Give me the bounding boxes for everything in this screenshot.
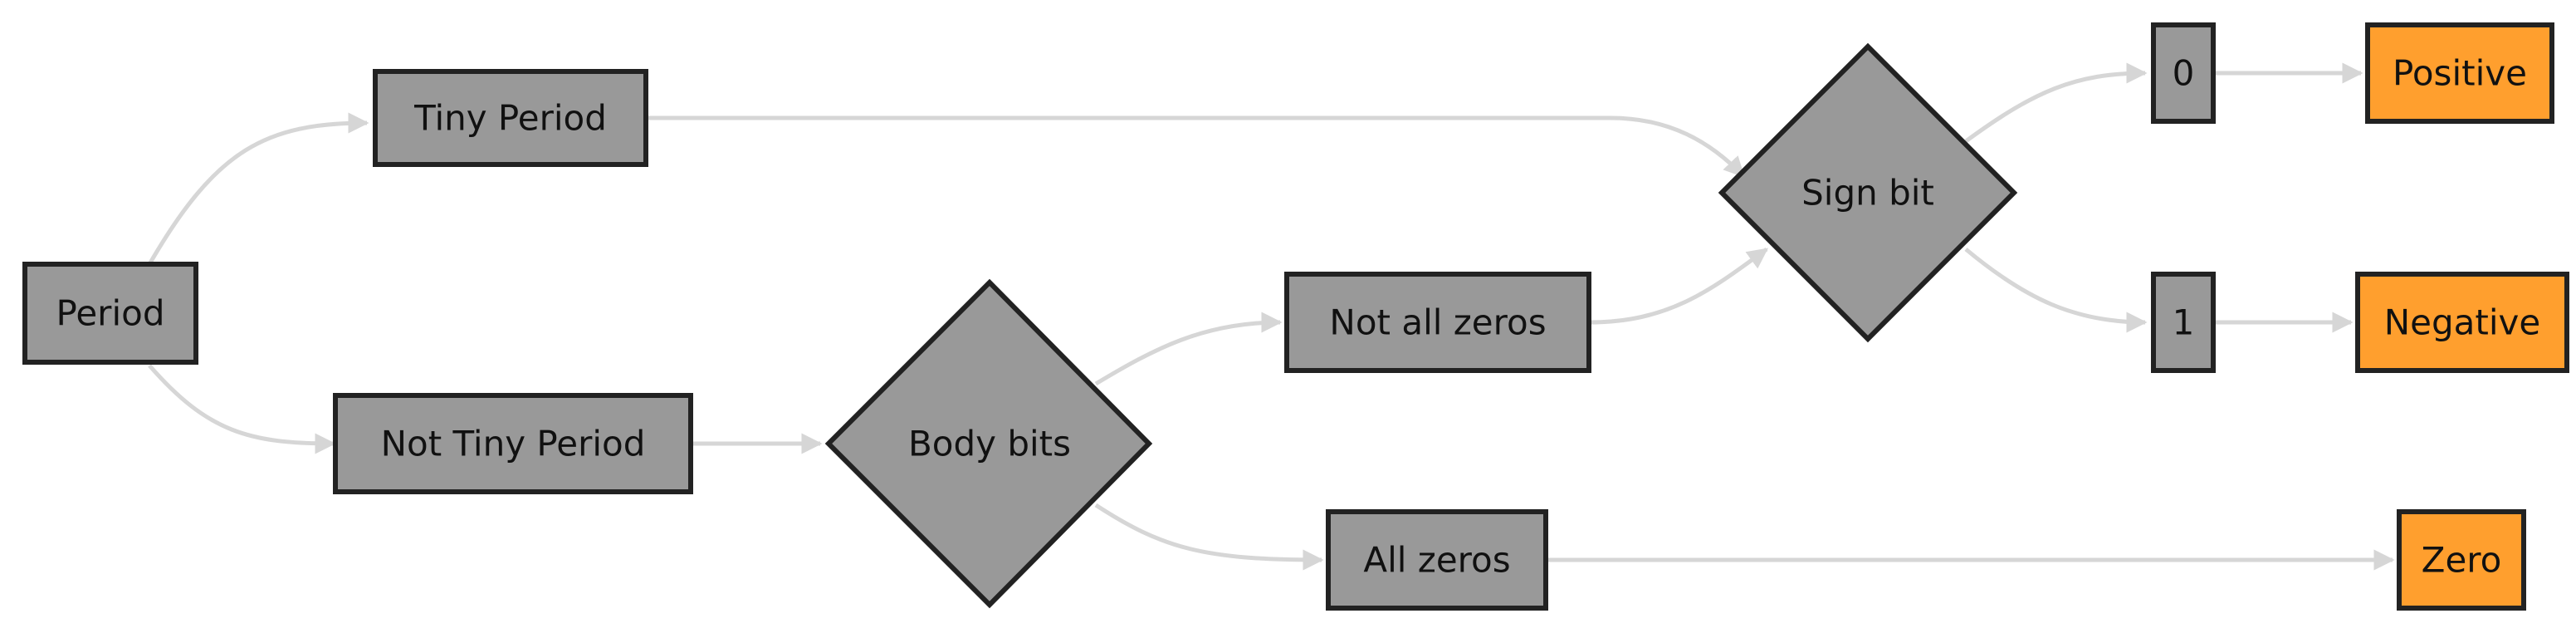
- node-zero-label: Zero: [2422, 540, 2502, 581]
- nodes-layer: Period Tiny Period Not Tiny Period Body …: [22, 22, 2569, 611]
- node-all-zeros-label: All zeros: [1363, 540, 1510, 581]
- edge-tiny-period-to-sign-bit: [646, 115, 1745, 178]
- node-negative-label: Negative: [2384, 302, 2541, 343]
- node-period: Period: [22, 262, 198, 365]
- edges-layer: [147, 62, 2395, 571]
- node-negative: Negative: [2355, 272, 2569, 373]
- node-body-bits: Body bits: [824, 278, 1153, 609]
- node-bit-0-label: 0: [2173, 53, 2195, 94]
- node-sign-bit-label: Sign bit: [1801, 173, 1934, 213]
- edge-sign-bit-to-bit-0: [1964, 62, 2148, 144]
- node-not-tiny-period: Not Tiny Period: [333, 393, 693, 494]
- edge-period-to-tiny-period: [147, 112, 369, 266]
- node-positive-label: Positive: [2393, 53, 2527, 94]
- node-all-zeros: All zeros: [1326, 509, 1548, 611]
- node-not-tiny-period-label: Not Tiny Period: [381, 424, 646, 464]
- edge-body-bits-to-all-zeros: [1094, 503, 1324, 571]
- node-not-all-zeros-label: Not all zeros: [1329, 302, 1546, 343]
- node-positive: Positive: [2365, 22, 2554, 124]
- node-tiny-period-label: Tiny Period: [413, 98, 607, 139]
- node-bit-0: 0: [2151, 22, 2216, 124]
- node-not-all-zeros: Not all zeros: [1284, 272, 1591, 373]
- node-body-bits-label: Body bits: [908, 424, 1071, 464]
- edge-not-all-zeros-to-sign-bit: [1588, 247, 1769, 325]
- node-zero: Zero: [2397, 509, 2526, 611]
- edge-sign-bit-to-bit-1: [1964, 248, 2148, 333]
- node-tiny-period: Tiny Period: [373, 69, 648, 167]
- edge-body-bits-to-not-all-zeros: [1094, 312, 1283, 386]
- node-bit-1: 1: [2151, 272, 2216, 373]
- node-sign-bit: Sign bit: [1718, 42, 2018, 343]
- edge-period-to-not-tiny-period: [148, 364, 336, 454]
- node-bit-1-label: 1: [2173, 302, 2195, 343]
- node-period-label: Period: [56, 293, 165, 334]
